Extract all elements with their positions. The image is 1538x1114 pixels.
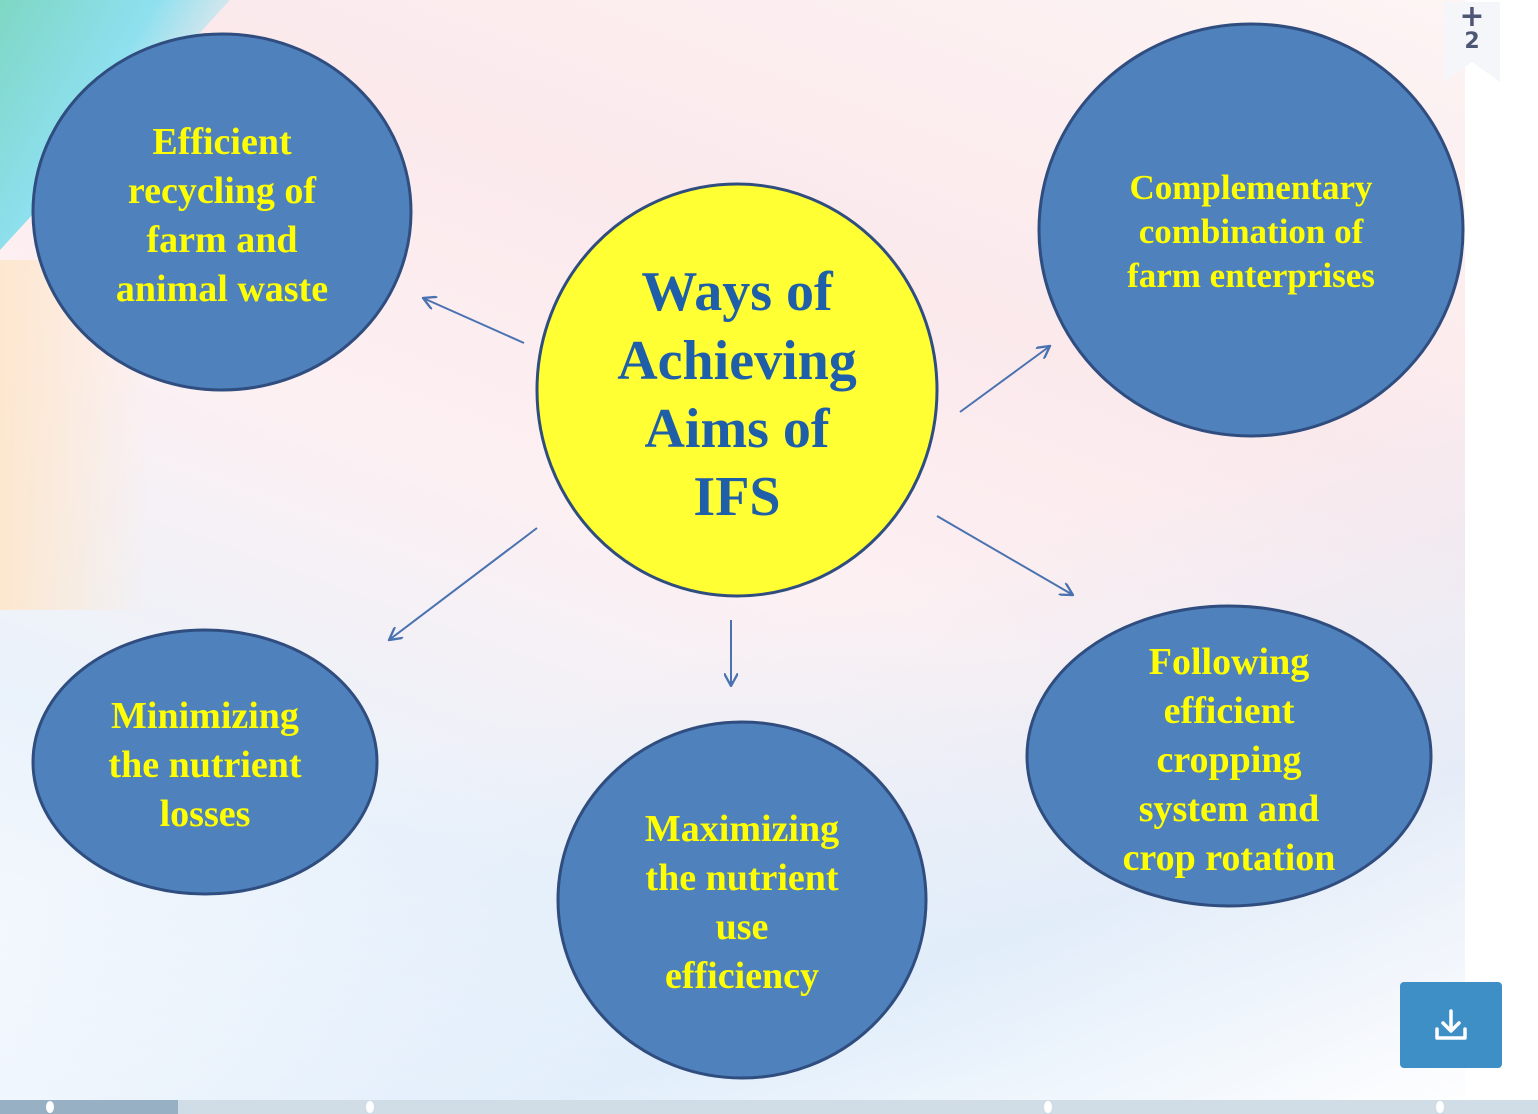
- slide-progress-bar[interactable]: [0, 1100, 1538, 1114]
- download-button[interactable]: [1400, 982, 1502, 1068]
- arrow-to-recycling: [423, 298, 525, 344]
- progress-marker[interactable]: [366, 1101, 374, 1113]
- progress-fill: [0, 1100, 179, 1114]
- plus-icon: +: [1459, 0, 1485, 34]
- arrow-to-minimizing: [389, 527, 538, 640]
- progress-marker[interactable]: [1044, 1101, 1052, 1113]
- download-icon: [1435, 1009, 1467, 1040]
- arrow-to-cropping: [936, 515, 1073, 595]
- badge-count: 2: [1464, 29, 1480, 54]
- progress-marker[interactable]: [1436, 1101, 1444, 1113]
- arrow-to-complementary: [959, 346, 1050, 413]
- progress-marker[interactable]: [46, 1101, 54, 1113]
